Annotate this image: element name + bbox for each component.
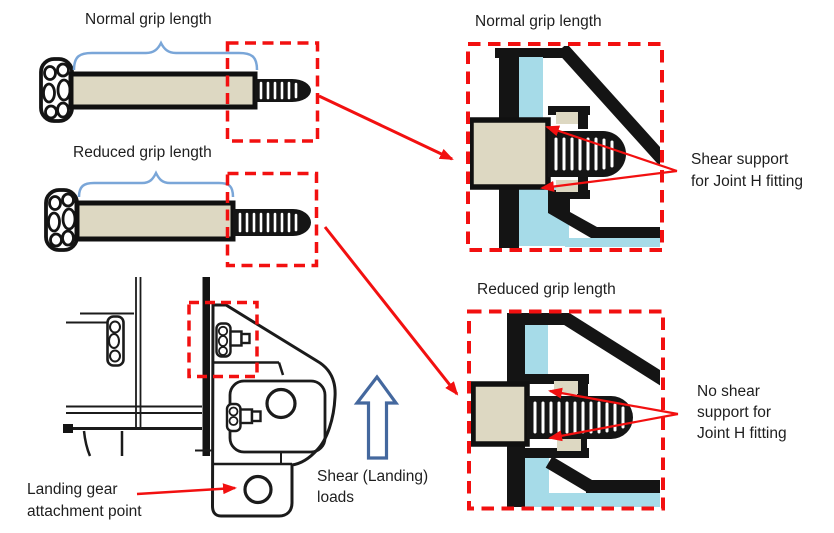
landing-gear-sketch <box>63 277 337 518</box>
bolt-shank <box>74 200 236 242</box>
shim-washer <box>557 439 581 451</box>
reduced-grip-bolt <box>44 170 311 252</box>
grip-length-brace <box>77 170 235 198</box>
bolt-shank <box>68 71 258 110</box>
bolt-head <box>470 117 551 190</box>
reduced-grip-detail <box>471 313 660 507</box>
no-shear-support-callout: No shear support for Joint H fitting <box>697 383 787 442</box>
fitting-diagonal <box>558 313 660 386</box>
no-shear-support-callout-arrows <box>548 387 679 442</box>
attachment-hole <box>243 474 273 505</box>
normal-grip-bolt <box>39 40 311 123</box>
shear-loads-up-arrow <box>353 374 400 460</box>
normal-grip-detail <box>470 46 660 248</box>
bolt-threads <box>255 79 311 102</box>
attachment-point-arrow <box>136 483 237 496</box>
stringer-bolt-sketch <box>106 315 125 367</box>
grip-length-brace <box>72 40 259 71</box>
bracket-bolt-sketch-upper <box>215 322 251 358</box>
fitting-diagonal <box>557 46 660 167</box>
shear-support-callout: Shear support for Joint H fitting <box>691 151 803 190</box>
structure-web-blue <box>525 325 548 377</box>
bracket-bolt-sketch-mid <box>225 402 262 433</box>
zoom-box-attachment <box>187 300 259 379</box>
web-face <box>202 277 210 456</box>
landing-gear-attachment-label: Landing gear attachment point <box>27 481 142 520</box>
zoom-box-normal-threads <box>225 41 320 143</box>
bolt-head-sketch <box>44 188 79 252</box>
zoom-box-reduced-threads <box>225 171 319 268</box>
bolt-threads <box>233 209 311 236</box>
reduced-grip-heading-right: Reduced grip length <box>477 281 616 298</box>
shim-washer <box>556 180 578 192</box>
normal-grip-heading-left: Normal grip length <box>85 11 212 28</box>
connector-arrow-normal <box>318 94 454 161</box>
normal-grip-heading-right: Normal grip length <box>475 13 602 30</box>
reduced-grip-heading-left: Reduced grip length <box>73 144 212 161</box>
shear-support-callout-arrows <box>540 125 678 192</box>
upper-hole <box>265 387 297 420</box>
bolt-head <box>471 381 530 447</box>
zoom-box-reduced-detail <box>467 309 665 511</box>
bolt-threads <box>548 131 626 177</box>
bolt-head-sketch <box>39 57 74 123</box>
connector-arrow-reduced <box>323 226 459 396</box>
shear-loads-label: Shear (Landing) loads <box>317 468 429 506</box>
shim-washer <box>556 112 578 124</box>
